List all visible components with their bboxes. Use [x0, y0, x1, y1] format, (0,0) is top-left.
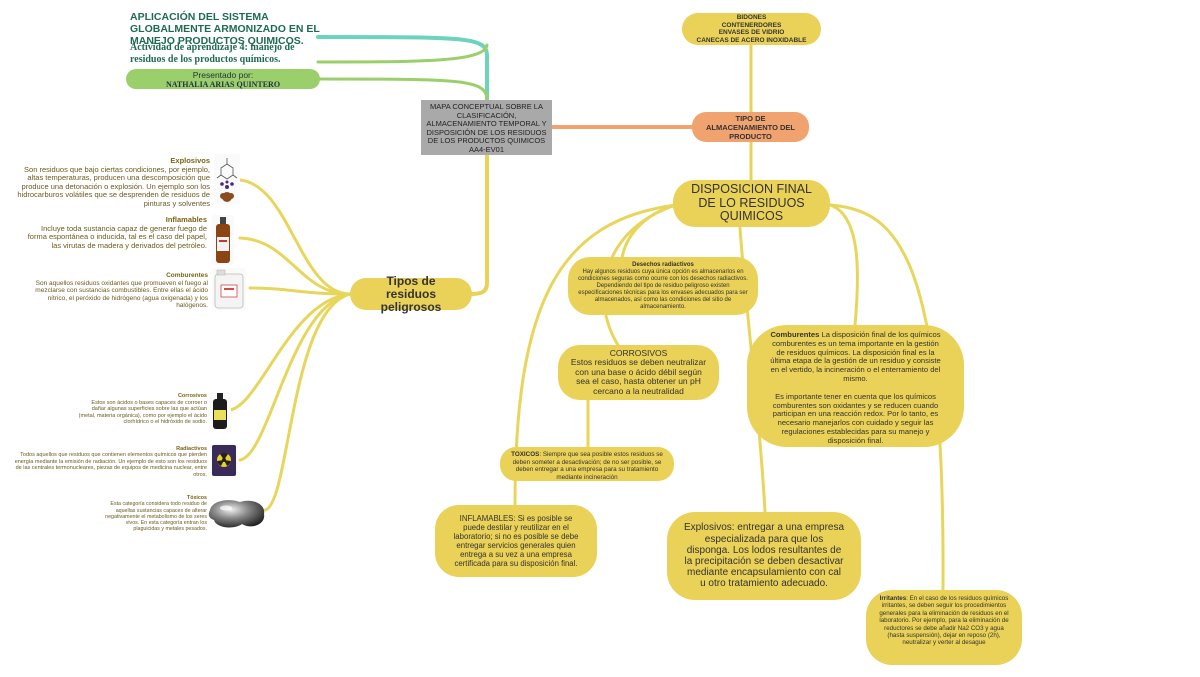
link-types-to-explosivos — [238, 178, 352, 296]
node-heading: Desechos radiactivos — [632, 261, 694, 268]
type-inflamables: Inflamables Incluye toda sustancia capaz… — [25, 215, 207, 250]
node-text: Estos residuos se deben neutralizar con … — [570, 357, 707, 396]
node-heading: TOXICOS — [511, 451, 540, 458]
corrosive-bottle-image — [209, 392, 231, 430]
type-description: Son aquellos residuos oxidantes que prom… — [35, 279, 208, 310]
link-disposal-to-inflamables — [513, 203, 678, 507]
presenter-label: Presentado por: — [192, 70, 254, 80]
flammable-bottle-image — [212, 215, 234, 265]
link-central-to-types — [468, 153, 489, 296]
type-description: Estos son ácidos o bases capaces de corr… — [78, 399, 207, 426]
node-text-2: Es importante tener en cuenta que los qu… — [772, 391, 939, 445]
node-text: : En el caso de los residuos químicos ir… — [879, 595, 1009, 647]
link-disposal-to-comburentes — [828, 203, 859, 327]
link-disposal-to-irritantes — [828, 203, 945, 592]
disposal-node[interactable]: DISPOSICION FINAL DE LO RESIDUOS QUIMICO… — [673, 180, 830, 227]
disposal-inflamables-node[interactable]: INFLAMABLES: Si es posible se puede dest… — [435, 505, 597, 577]
storage-item: CONTENERDORES — [721, 21, 782, 29]
heavy-metal-mercury-image — [206, 496, 268, 532]
node-heading: Comburentes — [770, 330, 820, 339]
radioactive-barrel-image — [210, 443, 238, 478]
type-name: Tóxicos — [186, 495, 207, 501]
type-description: Son residuos que bajo ciertas condicione… — [17, 164, 210, 208]
oxidizer-container-image — [212, 268, 246, 310]
type-comburentes: Comburentes Son aquellos residuos oxidan… — [30, 272, 208, 310]
type-description: Todos aquellos que residuos que contiene… — [14, 452, 207, 478]
node-text: : Siempre que sea posible estos residuos… — [512, 451, 663, 481]
type-explosivos: Explosivos Son residuos que bajo ciertas… — [10, 156, 210, 209]
link-types-to-comburentes — [248, 286, 352, 296]
storage-item: ENVASES DE VIDRIO — [718, 29, 785, 36]
node-text-part: La disposición final de los químicos com… — [770, 330, 941, 383]
type-name: Inflamables — [165, 215, 207, 224]
type-description: Esta categoría considera todo residuo de… — [105, 501, 207, 533]
types-node[interactable]: Tipos de residuos peligrosos — [350, 274, 472, 313]
link-types-to-corrosivos — [228, 292, 352, 412]
link-presenter-to-central — [318, 77, 489, 102]
type-toxicos: Tóxicos Esta categoría considera todo re… — [100, 495, 207, 533]
storage-items-node[interactable]: BIDONES CONTENERDORES ENVASES DE VIDRIO … — [682, 13, 821, 45]
type-name: Comburentes — [166, 272, 208, 279]
disposal-toxicos-node[interactable]: TOXICOS: Siempre que sea posible estos r… — [500, 447, 674, 481]
disposal-explosivos-node[interactable]: Explosivos: entregar a una empresa espec… — [667, 512, 861, 600]
disposal-irritantes-node[interactable]: Irritantes: En el caso de los residuos q… — [866, 590, 1022, 665]
map-title: APLICACIÓN DEL SISTEMA GLOBALMENTE ARMON… — [130, 11, 320, 47]
type-radiactivos: Radiactivos Todos aquellos que residuos … — [8, 446, 207, 478]
node-text: Hay algunos residuos cuya única opción e… — [578, 268, 748, 310]
node-text: Comburentes La disposición final de los … — [767, 330, 944, 384]
node-heading: Irritantes — [879, 595, 907, 602]
central-node[interactable]: MAPA CONCEPTUAL SOBRE LA CLASIFICACIÓN, … — [421, 100, 552, 155]
node-heading: CORROSIVOS — [609, 347, 668, 358]
disposal-radiactivos-node[interactable]: Desechos radiactivos Hay algunos residuo… — [568, 257, 758, 315]
storage-item: CANECAS DE ACERO INOXIDABLE — [696, 36, 807, 44]
presenter-name: NATHALIA ARIAS QUINTERO — [165, 80, 281, 89]
link-types-to-inflamables — [238, 236, 352, 296]
molecule-structure-image — [214, 154, 240, 204]
type-description: Incluye toda sustancia capaz de generar … — [27, 223, 207, 250]
type-name: Radiactivos — [176, 446, 207, 452]
link-types-to-radiactivos — [238, 292, 352, 462]
type-corrosivos: Corrosivos Estos son ácidos o bases capa… — [76, 393, 207, 426]
disposal-corrosivos-node[interactable]: CORROSIVOS Estos residuos se deben neutr… — [558, 345, 719, 400]
disposal-comburentes-node[interactable]: Comburentes La disposición final de los … — [747, 325, 964, 447]
presenter-pill: Presentado por: NATHALIA ARIAS QUINTERO — [126, 69, 320, 89]
storage-item: BIDONES — [736, 14, 767, 21]
link-types-to-toxicos — [263, 292, 352, 512]
storage-type-node[interactable]: TIPO DE ALMACENAMIENTO DEL PRODUCTO — [692, 112, 809, 142]
type-name: Corrosivos — [177, 393, 207, 399]
type-name: Explosivos — [170, 156, 210, 165]
link-title-to-central — [316, 35, 490, 102]
map-subtitle: Actividad de aprendizaje 4: manejo de re… — [130, 42, 295, 65]
link-subtitle-to-title-branch — [316, 43, 489, 64]
